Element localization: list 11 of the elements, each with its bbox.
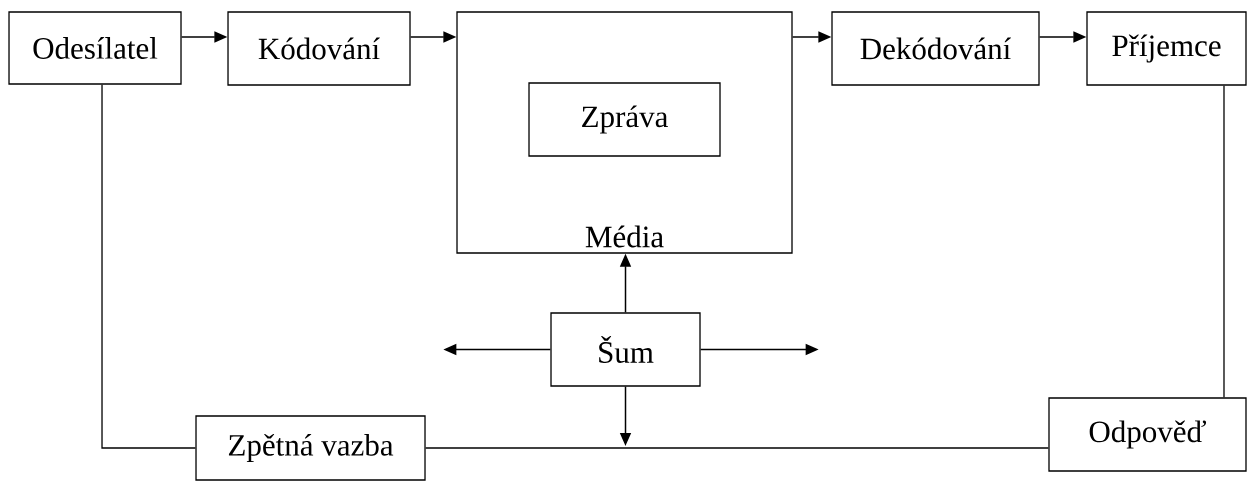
connector-line bbox=[425, 447, 1049, 449]
process-box: Příjemce bbox=[1086, 11, 1247, 86]
process-box: Šum bbox=[550, 312, 701, 387]
connector-line bbox=[1223, 85, 1225, 398]
process-box: Dekódování bbox=[831, 11, 1040, 86]
process-box: Zpětná vazba bbox=[195, 415, 426, 481]
connector-line bbox=[101, 84, 196, 449]
process-box: Odpověď bbox=[1048, 397, 1247, 472]
process-box: Kódování bbox=[227, 11, 411, 86]
process-box: Odesílatel bbox=[8, 11, 182, 85]
process-box: Zpráva bbox=[528, 82, 721, 157]
